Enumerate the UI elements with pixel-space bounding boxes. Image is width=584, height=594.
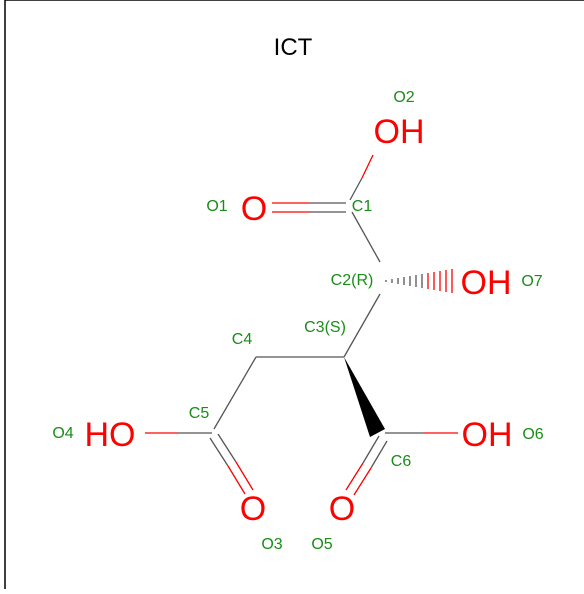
atom-o4-symbol: HO	[85, 416, 136, 454]
atom-id-o4: O4	[52, 425, 73, 442]
atom-id-c6: C6	[391, 453, 412, 470]
atom-id-o7: O7	[521, 273, 542, 290]
atom-id-c5: C5	[189, 405, 210, 422]
atom-id-c1: C1	[352, 198, 373, 215]
atom-id-c3: C3(S)	[304, 319, 346, 336]
atom-id-o1: O1	[206, 198, 227, 215]
atom-id-c2: C2(R)	[331, 272, 374, 289]
bond-c5-o3-a	[209, 437, 229, 467]
bond-c5-o3-a-hetero	[227, 465, 246, 495]
molecule-title: ICT	[274, 34, 313, 61]
bond-c1-o2-hetero	[361, 154, 374, 179]
atom-id-o6: O6	[522, 426, 543, 443]
bond-c6-o5-b-hetero	[353, 467, 372, 496]
bond-c6-o5-b	[370, 440, 388, 469]
bond-c2-o7-hashed	[385, 269, 453, 293]
atom-id-o3: O3	[261, 536, 282, 553]
atom-o6-symbol: OH	[462, 416, 513, 454]
bond-c3-c6-wedge	[344, 357, 385, 437]
atom-o3-symbol: O	[240, 490, 266, 528]
bond-c6-o5-a	[362, 435, 380, 464]
bond-c4-c5	[213, 356, 257, 430]
bond-c2-c3	[343, 293, 381, 358]
atom-o7-symbol: OH	[461, 264, 512, 302]
bond-c5-o3-b	[217, 433, 237, 463]
atom-id-c4: C4	[232, 331, 253, 348]
bond-c6-o5-a-hetero	[345, 462, 364, 491]
atom-id-o2: O2	[393, 89, 414, 106]
bond-c1-c2	[351, 211, 381, 263]
atom-o2-symbol: OH	[374, 113, 425, 151]
bond-c1-o2	[349, 177, 363, 201]
bond-c5-o3-b-hetero	[235, 461, 254, 491]
atom-o5-symbol: O	[329, 490, 355, 528]
atom-o1-symbol: O	[241, 190, 267, 228]
atom-id-o5: O5	[311, 536, 332, 553]
